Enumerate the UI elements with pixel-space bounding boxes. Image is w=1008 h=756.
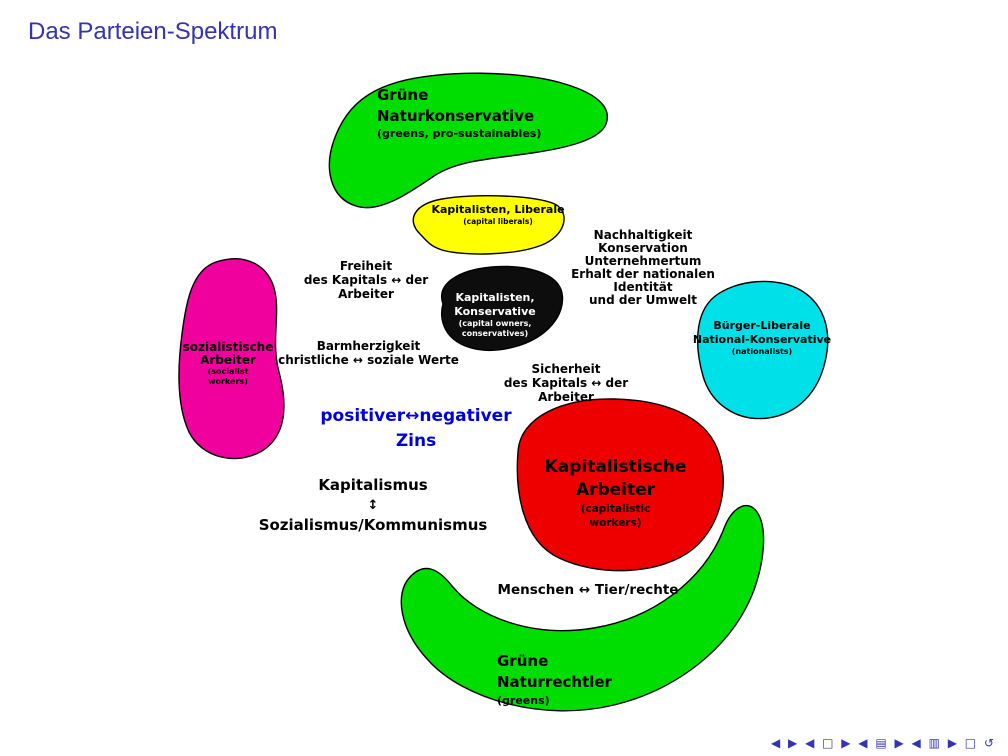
annotation-line: positiver↔negativer: [320, 406, 512, 426]
annotation-nachhaltigkeit: Nachhaltigkeit Konservation Unternehmert…: [543, 229, 743, 307]
annotation-line: des Kapitals ↔ der Arbeiter: [303, 273, 429, 301]
label-line: Naturkonservative: [377, 107, 535, 125]
blob-sozialistische-arbeiter: [178, 258, 285, 460]
label-line: Konservative: [454, 305, 536, 318]
annotation-line: Nachhaltigkeit: [593, 228, 693, 242]
annotation-sicherheit: Sicherheit des Kapitals ↔ der Arbeiter: [476, 362, 656, 404]
annotation-line: Unternehmertum: [584, 254, 702, 268]
annotation-line: Sozialismus/Kommunismus: [258, 516, 488, 534]
label-line: National-Konservative: [692, 333, 832, 346]
annotation-line: Barmherzigkeit: [316, 339, 421, 353]
label-subtitle: workers): [589, 517, 642, 529]
label-sozialistische-arbeiter: sozialistische Arbeiter (socialist worke…: [168, 341, 288, 387]
label-subtitle: (capital owners,: [458, 319, 532, 328]
label-kapitalisten-liberale: Kapitalisten, Liberale (capital liberals…: [413, 203, 583, 226]
label-subtitle: workers): [208, 377, 248, 386]
label-line: sozialistische: [182, 340, 274, 354]
label-line: Kapitalistische: [544, 457, 687, 477]
annotation-line: Zins: [395, 431, 437, 451]
label-subtitle: (greens): [497, 694, 550, 707]
up-down-arrow-icon: ↕: [367, 498, 379, 513]
label-line: Grüne: [497, 652, 549, 670]
label-subtitle: (capital liberals): [463, 217, 533, 226]
label-kapitalistische-arbeiter: Kapitalistische Arbeiter (capitalistic w…: [528, 456, 703, 530]
annotation-line: des Kapitals ↔ der Arbeiter: [503, 376, 629, 404]
annotation-line: Konservation: [598, 241, 688, 255]
annotation-line: Freiheit: [339, 259, 393, 273]
label-subtitle: (capitalistic: [580, 503, 651, 515]
label-line: Arbeiter: [575, 480, 656, 500]
label-subtitle: (socialist: [207, 367, 249, 376]
annotation-line: und der Umwelt: [589, 293, 697, 307]
label-subtitle: (greens, pro-sustainables): [377, 127, 542, 140]
blob-gruene-naturrechtler: [400, 505, 765, 712]
label-line: Arbeiter: [200, 353, 256, 367]
label-subtitle: conservatives): [461, 329, 529, 338]
label-line: Bürger-Liberale: [713, 319, 811, 332]
annotation-zins: positiver↔negativer Zins: [308, 404, 524, 454]
label-line: Grüne: [377, 86, 429, 104]
label-subtitle: (nationalists): [731, 347, 793, 356]
label-line: Naturrechtler: [497, 673, 612, 691]
annotation-freiheit: Freiheit des Kapitals ↔ der Arbeiter: [276, 259, 456, 301]
blob-kapitalistische-arbeiter: [516, 398, 724, 572]
annotation-barmherzigkeit: Barmherzigkeit christliche ↔ soziale Wer…: [276, 339, 461, 367]
label-kapitalisten-konservative: Kapitalisten, Konservative (capital owne…: [429, 291, 561, 339]
annotation-line: christliche ↔ soziale Werte: [278, 353, 459, 367]
label-line: Kapitalisten, Liberale: [431, 203, 565, 216]
page-title: Das Parteien-Spektrum: [28, 18, 278, 45]
annotation-menschen-tierrechte: Menschen ↔ Tier/rechte: [497, 582, 679, 598]
label-buerger-liberale: Bürger-Liberale National-Konservative (n…: [688, 319, 836, 357]
annotation-line: Sicherheit: [531, 362, 601, 376]
label-line: Kapitalisten,: [455, 291, 535, 304]
annotation-line: Kapitalismus: [318, 476, 428, 494]
blob-gruene-naturkonservative: [328, 72, 608, 209]
blob-kapitalisten-liberale: [412, 194, 565, 255]
label-gruene-naturrechtler: Grüne Naturrechtler (greens): [497, 651, 612, 709]
annotation-line: Erhalt der nationalen Identität: [571, 267, 715, 294]
blob-kapitalisten-konservative: [440, 265, 564, 351]
label-gruene-naturkonservative: Grüne Naturkonservative (greens, pro-sus…: [377, 85, 541, 141]
beamer-navigation-icons[interactable]: ◀ ▶ ◀ □ ▶ ◀ ▤ ▶ ◀ ▥ ▶ □ ↺: [770, 736, 996, 750]
annotation-kapitalismus-sozialismus: Kapitalismus ↕ Sozialismus/Kommunismus: [248, 475, 498, 536]
blob-buerger-liberale: [696, 280, 829, 420]
